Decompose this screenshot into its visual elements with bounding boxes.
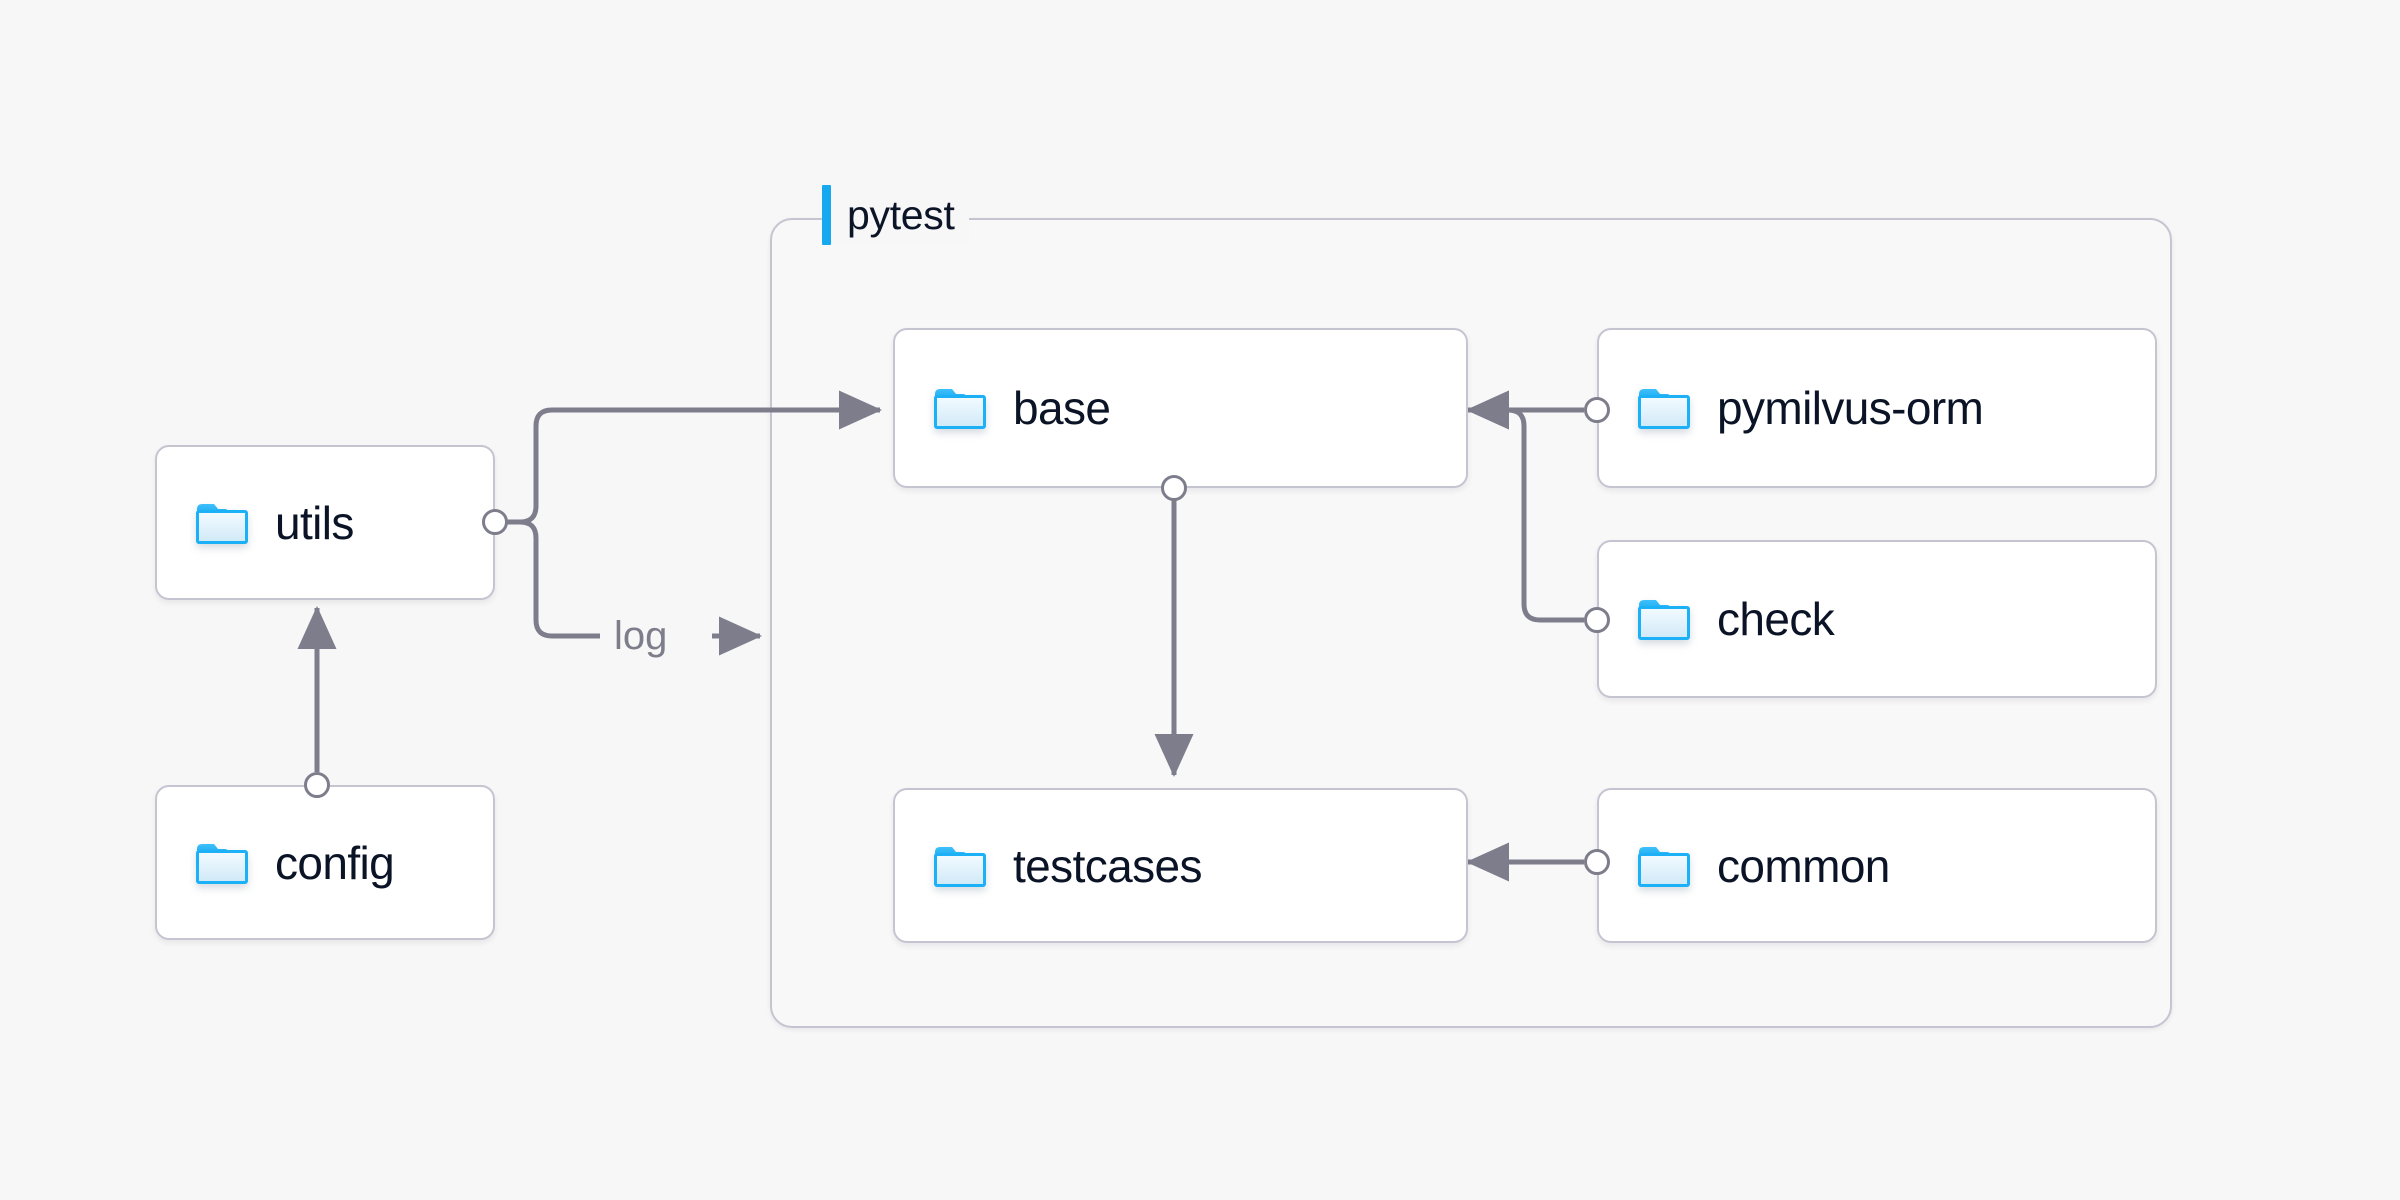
node-base-label: base bbox=[1013, 382, 1111, 434]
node-pymilvus-orm[interactable]: pymilvus-orm bbox=[1597, 328, 2157, 488]
port-check-left[interactable] bbox=[1584, 607, 1610, 633]
vertical-bar-accent-icon bbox=[822, 185, 831, 245]
node-base[interactable]: base bbox=[893, 328, 1468, 488]
folder-icon bbox=[934, 846, 986, 887]
port-pymilvus-orm-left[interactable] bbox=[1584, 397, 1610, 423]
folder-icon bbox=[1638, 846, 1690, 887]
folder-icon bbox=[1638, 600, 1690, 640]
node-common-label: common bbox=[1717, 839, 1890, 892]
port-common-left[interactable] bbox=[1584, 849, 1610, 875]
node-pymilvus-orm-label: pymilvus-orm bbox=[1717, 382, 1984, 434]
node-config[interactable]: config bbox=[155, 785, 495, 940]
node-config-label: config bbox=[275, 836, 395, 889]
node-testcases-label: testcases bbox=[1013, 839, 1203, 892]
port-base-bottom[interactable] bbox=[1161, 475, 1187, 501]
port-utils-right[interactable] bbox=[482, 509, 508, 535]
port-config-top[interactable] bbox=[304, 772, 330, 798]
folder-icon bbox=[196, 843, 248, 884]
group-pytest-label-text: pytest bbox=[847, 191, 955, 238]
node-testcases[interactable]: testcases bbox=[893, 788, 1468, 943]
node-check-label: check bbox=[1717, 593, 1835, 645]
node-utils[interactable]: utils bbox=[155, 445, 495, 600]
folder-icon bbox=[1638, 389, 1690, 429]
node-check[interactable]: check bbox=[1597, 540, 2157, 698]
node-common[interactable]: common bbox=[1597, 788, 2157, 943]
node-utils-label: utils bbox=[275, 496, 354, 549]
folder-icon bbox=[196, 503, 248, 544]
folder-icon bbox=[934, 389, 986, 429]
edge-label-log: log bbox=[604, 616, 678, 656]
edge-utils-log bbox=[495, 519, 600, 639]
group-pytest-label[interactable]: pytest bbox=[822, 185, 969, 245]
